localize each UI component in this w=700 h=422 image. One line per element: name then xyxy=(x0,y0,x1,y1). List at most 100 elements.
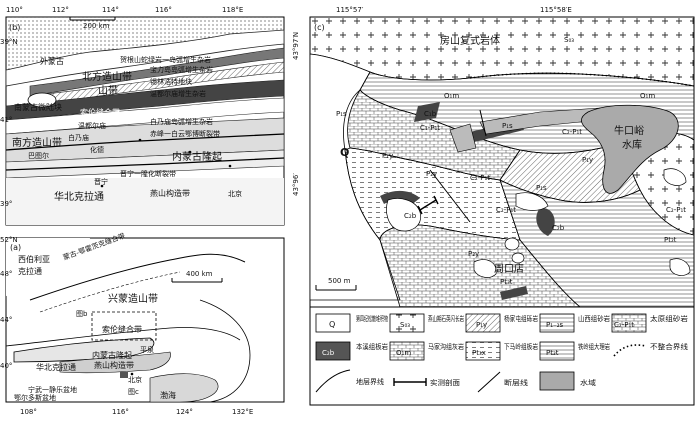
a-lat-0: 52°N xyxy=(0,236,18,244)
b-arc-2: 锡林浩特地块 xyxy=(150,77,192,86)
c-unit-16: P₂y xyxy=(468,250,479,258)
b-arc-4: 温都尔庙增生杂岩 xyxy=(150,89,206,98)
legend-code-0: Q xyxy=(329,320,335,329)
c-unit-7: P₁y xyxy=(582,156,593,164)
a-lon-0: 108° xyxy=(20,408,37,416)
a-lat-1: 48° xyxy=(0,270,12,278)
b-arc-5: 白乃庙岛弧增生杂岩 xyxy=(150,117,213,126)
legend-label-2: 杨家屯组砾岩 xyxy=(504,314,538,323)
b-inner-uplift: 内蒙古隆起 xyxy=(172,150,222,163)
c-unit-0: O₁m xyxy=(444,92,459,100)
panel-a xyxy=(5,237,285,403)
a-lon-1: 116° xyxy=(112,408,129,416)
legend-label-13: 水域 xyxy=(580,378,596,387)
bohai-sea xyxy=(149,373,219,403)
legend-code-2: P₁y xyxy=(476,321,487,329)
b-scale: 200 km xyxy=(83,22,110,30)
a-tu-c: 图c xyxy=(128,388,139,396)
b-north-orogen: 北方造山带 xyxy=(82,70,132,83)
b-fault-2: 晋宁一隆化断裂带 xyxy=(120,169,176,178)
b-microcontinent: 南蒙古微陆块 xyxy=(14,102,62,112)
legend-label-3: 山西组砂岩 xyxy=(578,314,610,323)
a-yanshan: 燕山构造带 xyxy=(94,360,134,370)
c-s03: S₀₃ xyxy=(564,36,574,44)
b-lon-1: 112° xyxy=(52,6,69,14)
legend-code-6: O₁m xyxy=(396,349,411,357)
c-unit-17: Pt₂t xyxy=(664,236,677,244)
b-lon-0: 110° xyxy=(6,6,23,14)
a-bohai: 渤海 xyxy=(160,390,176,400)
a-tu-b: 图b xyxy=(76,310,88,318)
legend-label-11: 实测剖面 xyxy=(430,378,460,387)
mongolia-dotted-area xyxy=(6,17,284,70)
a-ningwu: 宁武一静乐盆地 xyxy=(28,385,77,394)
legend-label-7: 下马岭组板岩 xyxy=(504,342,538,351)
c-q: Q xyxy=(340,146,349,159)
b-lon-2: 114° xyxy=(102,6,119,14)
b-solonker: 索伦缝合带 xyxy=(80,107,120,117)
c-unit-3: C₁b xyxy=(424,110,437,118)
legend-label-10: 地层界线 xyxy=(356,377,384,386)
legend xyxy=(309,306,695,406)
b-ondor-sum: 温都尔庙 xyxy=(78,121,106,130)
belt-dark-1 xyxy=(29,47,285,97)
c-scale: 500 m xyxy=(328,277,351,285)
c-unit-5: C₂-P₁t xyxy=(562,128,582,136)
c-reservoir-2: 水库 xyxy=(622,138,642,151)
b-fault-1: 赤峰一白云鄂博断裂带 xyxy=(150,129,220,138)
b-bainaimiao: 白乃庙 xyxy=(68,133,89,142)
c-unit-2: P₁s xyxy=(336,110,347,118)
panel-b xyxy=(5,16,285,226)
a-solonker: 索伦缝合带 xyxy=(102,324,142,334)
c-fangshan: 房山复式岩体 xyxy=(440,34,500,47)
c-unit-11: C₂b xyxy=(552,224,565,232)
legend-code-5: C₂b xyxy=(322,349,335,357)
b-bayan-obo: 巴图尔 xyxy=(28,151,49,160)
b-arc-3: 宝力岛岛弧增生杂岩 xyxy=(150,65,213,74)
legend-code-7: Pt₃x xyxy=(472,349,486,357)
legend-label-5: 本溪组板岩 xyxy=(356,342,388,351)
b-huade: 化德 xyxy=(90,145,104,154)
legend-label-4: 太原组砂岩 xyxy=(650,314,688,323)
b-arc-1: 贺根山蛇绿岩一岛弧增生杂岩 xyxy=(120,55,211,64)
a-xingmeng: 兴蒙造山带 xyxy=(108,292,158,305)
legend-label-9: 不整合界线 xyxy=(650,342,688,351)
c-lon-1: 115°58′E xyxy=(540,6,572,14)
niukouyu-reservoir xyxy=(581,104,679,194)
panel-c xyxy=(309,16,695,308)
c-lat-1: 43°96′ xyxy=(292,173,300,196)
c-zhoukoudian: 周口店 xyxy=(494,262,524,275)
c-unit-1: O₁m xyxy=(640,92,655,100)
b-south-orogen: 南方造山带 xyxy=(12,136,62,149)
c-reservoir: 牛口峪 xyxy=(614,124,644,137)
c-unit-13: C₂-P₁t xyxy=(496,206,516,214)
inner-uplift-shape xyxy=(13,337,155,363)
panel-b-label: (b) xyxy=(9,23,20,32)
c-unit-15: P₁s xyxy=(502,122,513,130)
panel-a-label: (a) xyxy=(10,243,21,252)
a-pingquan: 平泉 xyxy=(140,345,154,354)
b-yanshan: 燕山构造带 xyxy=(150,188,190,198)
a-lat-2: 44° xyxy=(0,316,12,324)
c-unit-9: C₂-P₁t xyxy=(470,174,490,182)
b-lon-3: 116° xyxy=(155,6,172,14)
a-lon-3: 132°E xyxy=(232,408,253,416)
legend-label-6: 马家沟组灰岩 xyxy=(428,342,464,351)
c-unit-18: Pt₃t xyxy=(500,278,513,286)
a-inner-uplift: 内蒙古隆起 xyxy=(92,350,132,360)
b-jinning: 晋宁 xyxy=(94,177,108,186)
c-unit-14: C₂-P₁t xyxy=(666,206,686,214)
legend-code-1: S₀₃ xyxy=(400,321,410,329)
panel-c-label: (c) xyxy=(314,23,325,32)
c-unit-12: P₂y xyxy=(426,170,437,178)
legend-label-8: 铁岭组大理岩 xyxy=(578,342,610,351)
c2b-sliver-1 xyxy=(414,102,440,122)
b-north-china: 华北克拉通 xyxy=(54,190,104,203)
legend-code-8: Pt₂t xyxy=(546,349,559,357)
solonker-belt xyxy=(5,79,285,121)
a-lat-3: 40° xyxy=(0,362,12,370)
b-lat-1: 41° xyxy=(0,116,12,124)
a-ordos: 鄂尔多斯盆地 xyxy=(14,393,56,402)
a-beijing: 北京 xyxy=(128,375,142,384)
